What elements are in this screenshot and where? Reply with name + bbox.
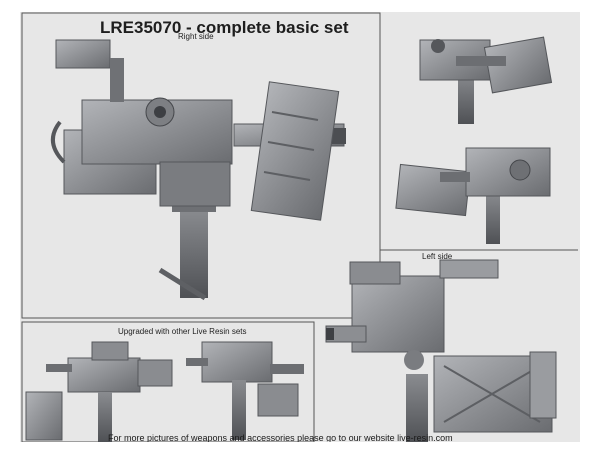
product-sheet: LRE35070 - complete basic set Right side… xyxy=(20,12,580,442)
main-photo-frame xyxy=(21,12,381,319)
upgraded-model-left xyxy=(25,341,173,442)
bottom-right-mount-model xyxy=(325,259,557,442)
product-title: LRE35070 - complete basic set xyxy=(100,18,349,37)
model-photos xyxy=(21,12,578,442)
main-mount-model xyxy=(51,39,346,301)
left-side-label: Left side xyxy=(422,252,453,261)
upgraded-model-right xyxy=(186,341,304,440)
top-right-mount-model xyxy=(419,36,553,124)
right-side-label: Right side xyxy=(178,32,214,41)
upgraded-panel-frame xyxy=(21,321,315,442)
middle-right-mount-model xyxy=(395,147,551,244)
upgraded-label: Upgraded with other Live Resin sets xyxy=(118,327,247,336)
footer-website-text: For more pictures of weapons and accesso… xyxy=(108,433,453,442)
